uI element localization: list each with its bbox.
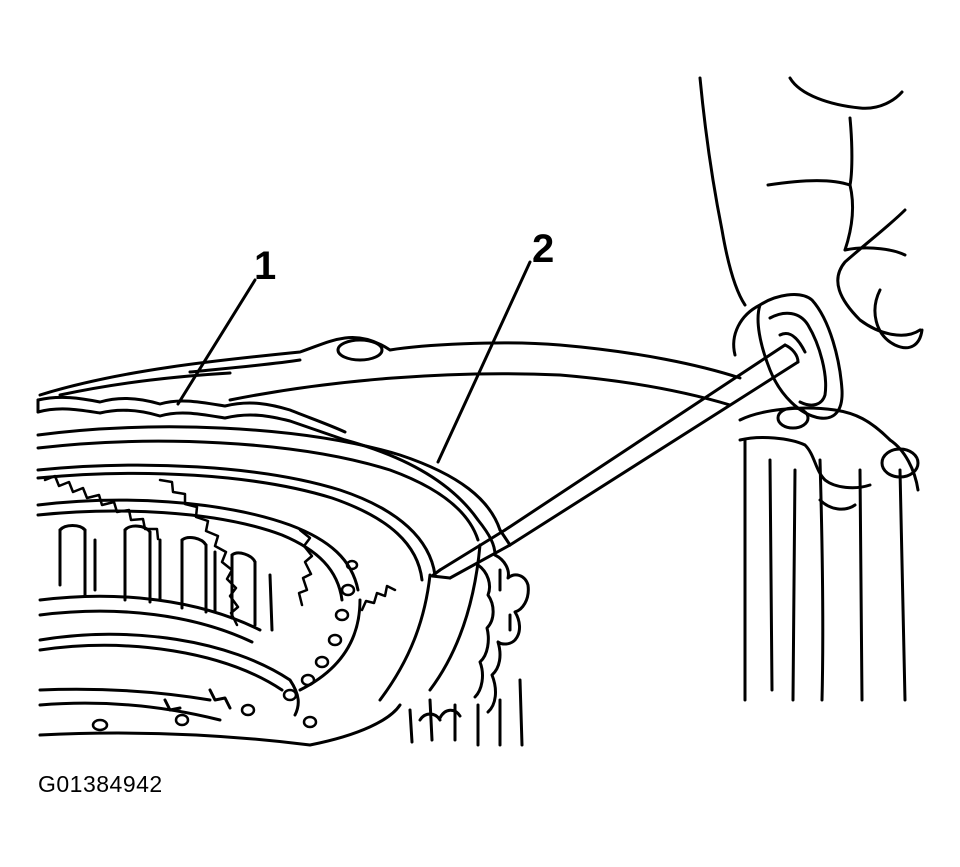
clutch-drum: [38, 427, 510, 700]
roller-bearing: [40, 526, 272, 643]
leader-line-1: [178, 280, 255, 404]
snap-ring: [38, 397, 345, 440]
figure-id: G01384942: [38, 771, 163, 797]
drum-splines: [45, 476, 395, 625]
leader-line-2: [438, 262, 530, 462]
case-flange: [40, 338, 740, 406]
pick-tool: [432, 295, 842, 578]
leader-lines: [178, 262, 530, 462]
callout-label-2: 2: [532, 227, 555, 271]
inner-hub: [40, 600, 400, 745]
callout-label-1: 1: [254, 244, 277, 288]
clutch-housing-lugs: [410, 555, 528, 745]
transmission-case-housing: [700, 78, 922, 700]
drum-holes: [93, 561, 357, 730]
